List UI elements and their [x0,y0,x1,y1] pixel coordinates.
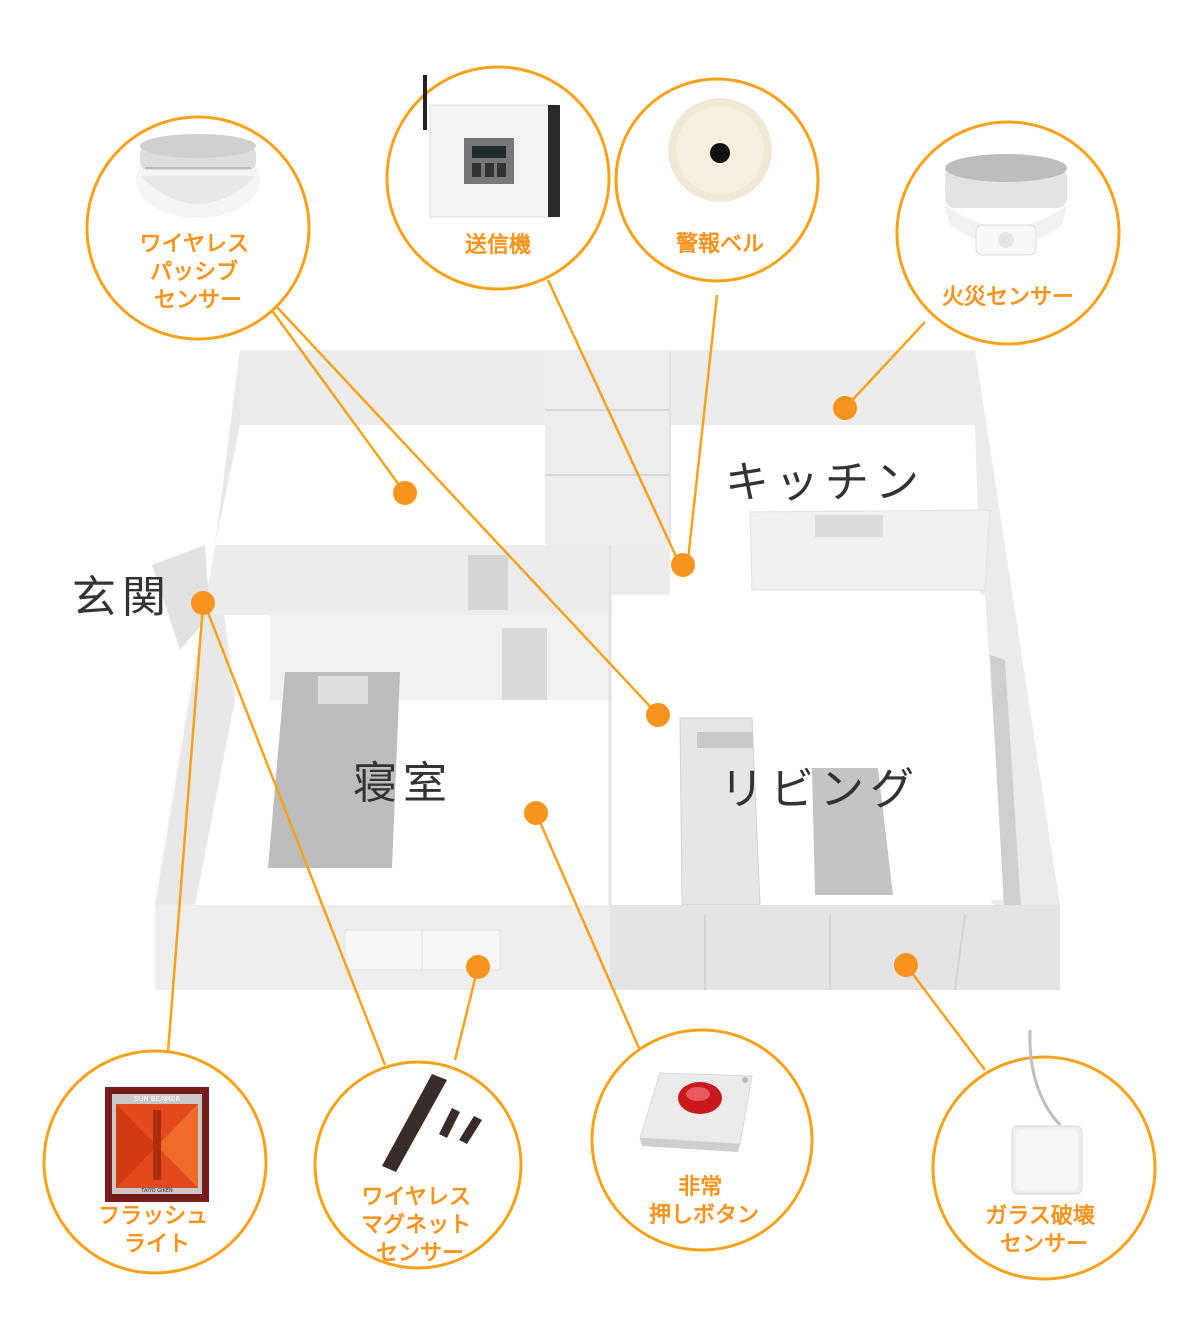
entrance-door [152,545,210,650]
svg-text:ワイヤレス マグネット センサー: ワイヤレス マグネット センサー [361,1185,479,1266]
fire-sensor-label: 火災センサー [942,285,1074,310]
alarm-bell-label: 警報ベル [675,231,764,257]
leader-lines [166,279,986,1071]
passive-label-3: センサー [154,288,242,313]
bedroom-closet [502,628,547,700]
callout-alarm-bell[interactable]: 警報ベル [614,77,820,283]
passive-label-2: パッシブ [150,259,238,285]
room-label-living: リビング [720,764,920,815]
magnet-label-3: センサー [376,1241,464,1266]
bed [268,672,400,868]
room-label-kitchen: キッチン [725,457,925,508]
flash-brand-text: SUN BEAMER [134,1095,181,1103]
glass-label-2: センサー [1000,1232,1088,1257]
kitchen-counter [749,509,991,591]
room-label-entrance: 玄関 [72,572,172,623]
glass-sensor-icon [1011,1029,1083,1195]
transmitter-label: 送信機 [465,232,531,258]
flash-label-1: フラッシュ [98,1204,208,1229]
corridor-wall [205,545,670,630]
storage-column [545,350,670,545]
magnet-label-2: マグネット [361,1212,471,1238]
passive-sensor-icon [136,134,260,218]
magnet-label-1: ワイヤレス [361,1185,470,1210]
dot-transmitter[interactable] [671,553,695,577]
callout-glass-sensor[interactable]: ガラス破壊 センサー [931,1029,1157,1281]
dot-emergency[interactable] [524,801,548,825]
svg-text:非常 押しボタン: 非常 押しボタン [649,1174,759,1228]
dot-fire[interactable] [833,396,857,420]
kitchen-sink [815,515,883,537]
passive-label-1: ワイヤレス [139,232,248,257]
flash-maker-text: TAIYO GIKEN [140,1188,173,1194]
sensor-dots [191,396,918,979]
callout-emergency-button[interactable]: 非常 押しボタン [590,1028,814,1252]
callout-fire-sensor[interactable]: 火災センサー [895,120,1121,346]
living-floor [610,595,1005,905]
floor-plan [152,350,1060,991]
flash-light-icon: SUN BEAMER TAIYO GIKEN [105,1087,209,1202]
callout-passive-sensor[interactable]: ワイヤレス パッシブ センサー [85,115,311,341]
bell-icon [668,98,772,202]
living-table [812,768,893,895]
fire-sensor-icon [945,154,1067,256]
callout-magnet-sensor[interactable]: ワイヤレス マグネット センサー [313,1060,523,1270]
upper-room-floor [215,425,545,545]
svg-text:ガラス破壊 センサー: ガラス破壊 センサー [985,1203,1102,1257]
svg-text:フラッシュ ライト: フラッシュ ライト [98,1204,216,1257]
callout-flash-light[interactable]: SUN BEAMER TAIYO GIKEN フラッシュ ライト [42,1049,268,1275]
dot-passive-living[interactable] [646,703,670,727]
emergency-label-2: 押しボタン [649,1202,759,1228]
tv-unit [990,655,1022,925]
transmitter-icon [423,75,560,218]
emergency-button-icon [639,1072,753,1152]
dot-passive-upper[interactable] [393,481,417,505]
svg-text:ワイヤレス パッシブ センサー: ワイヤレス パッシブ センサー [139,232,256,313]
left-wall [155,350,240,905]
dot-glass[interactable] [894,953,918,977]
magnet-sensor-icon [382,1074,482,1172]
dot-entrance[interactable] [191,591,215,615]
callout-transmitter[interactable]: 送信機 [385,65,611,291]
dot-magnet[interactable] [466,955,490,979]
room-label-bedroom: 寝室 [353,758,453,809]
flash-label-2: ライト [124,1232,190,1257]
glass-label-1: ガラス破壊 [985,1203,1096,1229]
emergency-label-1: 非常 [678,1174,722,1200]
